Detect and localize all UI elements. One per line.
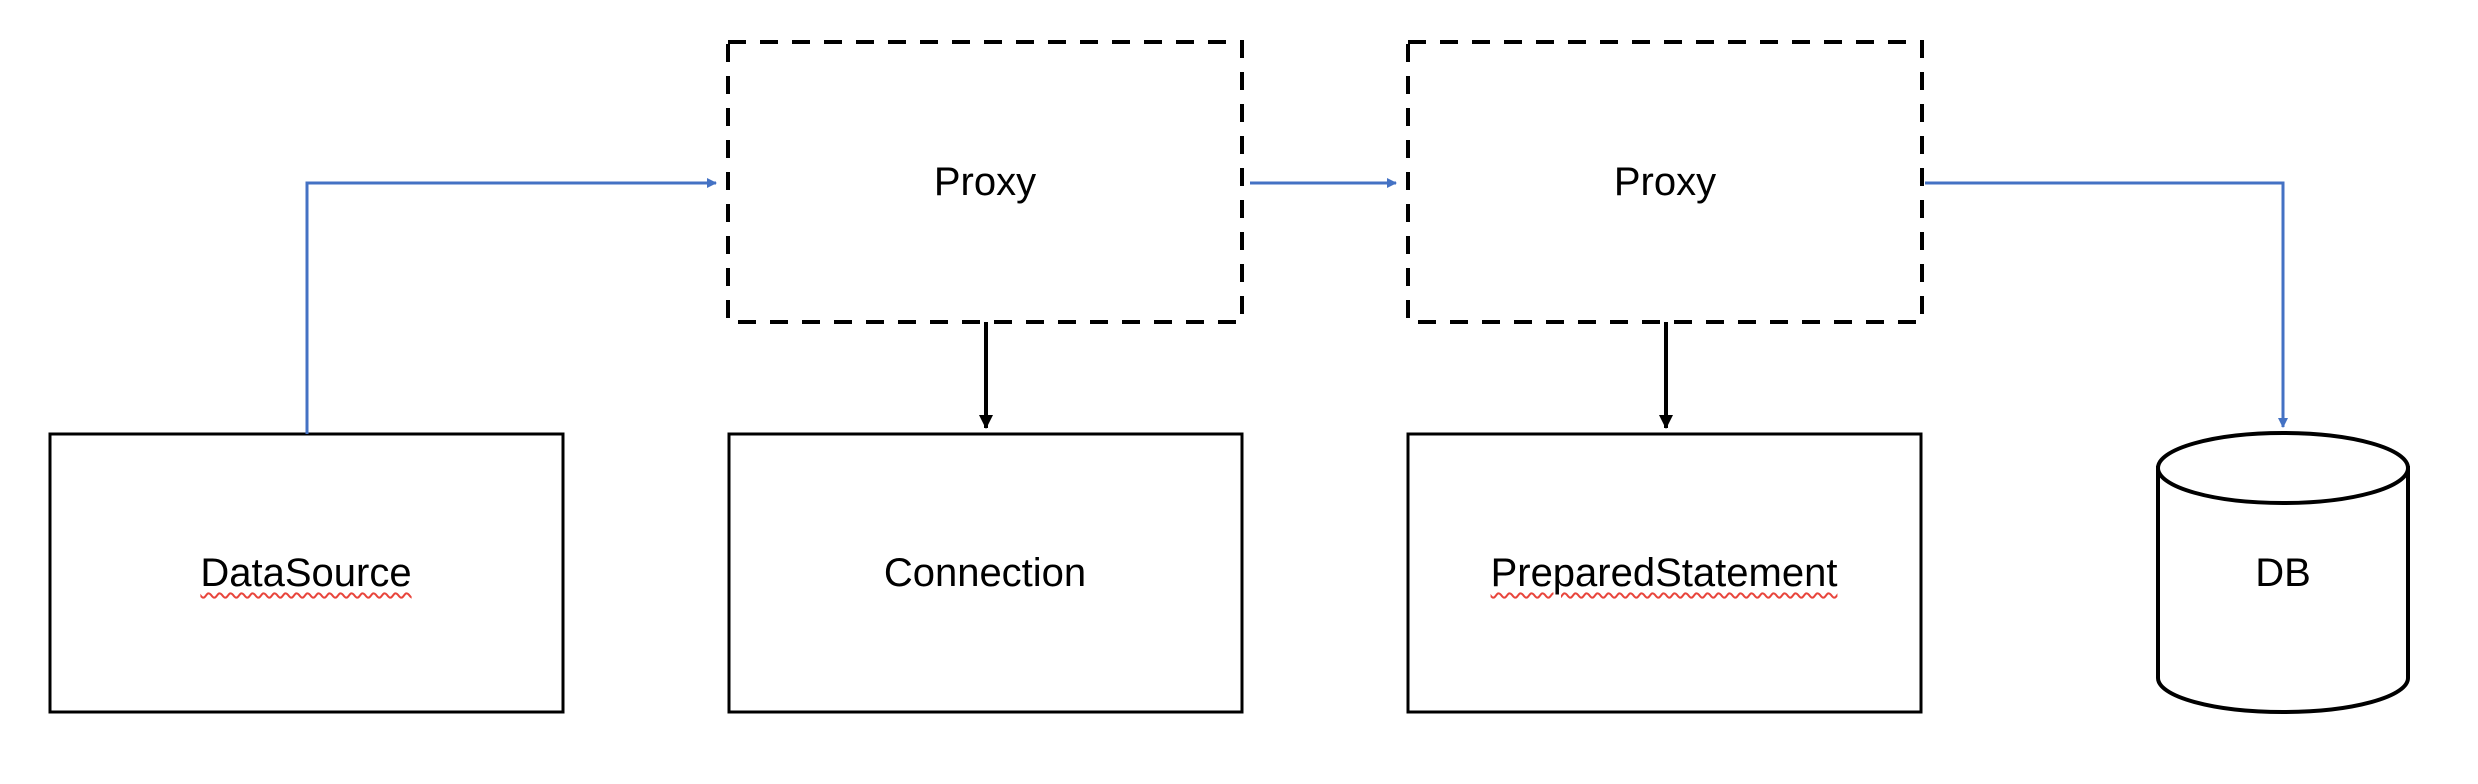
node-connection[interactable]	[727, 432, 1244, 714]
connector-datasource-to-proxy-connection	[305, 178, 717, 434]
connector-proxy-statement-to-db	[1925, 181, 2288, 428]
node-proxy-connection[interactable]	[726, 40, 1244, 324]
node-label-proxy-statement: Proxy	[1613, 160, 1717, 204]
node-label-preparedstatement: PreparedStatement	[1490, 551, 1838, 595]
node-datasource[interactable]	[48, 432, 565, 714]
node-label-datasource: DataSource	[200, 551, 412, 595]
node-label-proxy-connection: Proxy	[933, 160, 1037, 204]
node-db[interactable]	[2156, 431, 2410, 714]
node-preparedstatement[interactable]	[1406, 432, 1923, 714]
node-proxy-statement[interactable]	[1406, 40, 1924, 324]
node-label-connection: Connection	[883, 551, 1087, 595]
node-label-db: DB	[2255, 551, 2311, 595]
